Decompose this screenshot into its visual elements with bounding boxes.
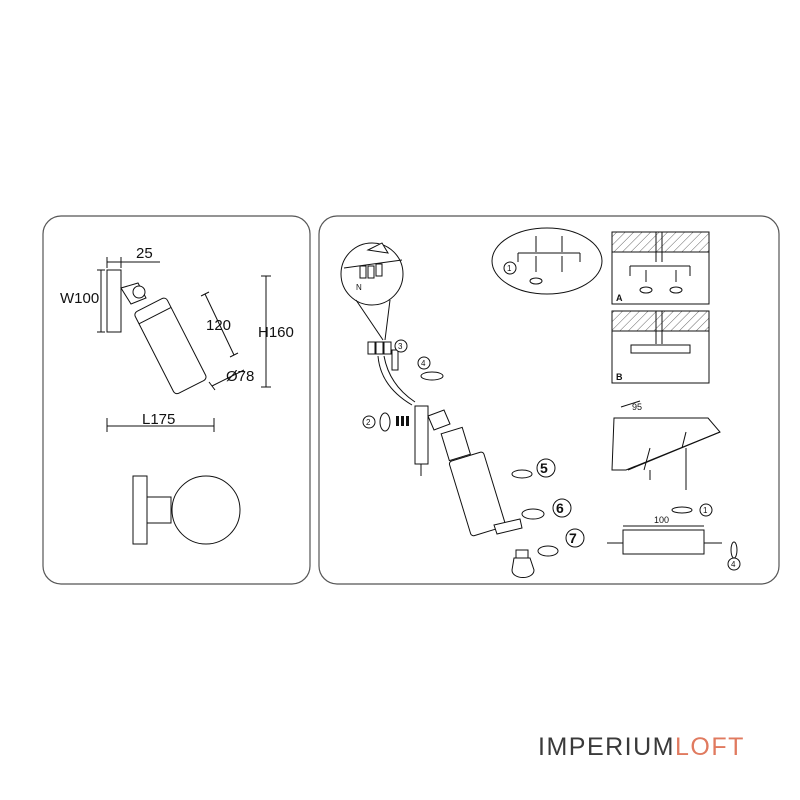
length-label: L175 bbox=[142, 411, 175, 428]
svg-text:6: 6 bbox=[556, 500, 564, 516]
depth-label: 25 bbox=[136, 245, 153, 262]
bubble-step-1-label: 1 bbox=[507, 264, 512, 273]
step-3-marker: 3 bbox=[394, 339, 408, 353]
mounting-plate bbox=[607, 525, 741, 571]
step-6-marker: 6 bbox=[493, 498, 572, 535]
installation-panel bbox=[318, 215, 780, 585]
bar-spacing-label: 95 bbox=[632, 402, 642, 412]
step-7-label: 7 bbox=[569, 530, 577, 546]
step-1-label: 1 bbox=[703, 506, 708, 515]
plate-width-label: 100 bbox=[654, 515, 669, 525]
brand-part-1: IMPERIUM bbox=[538, 733, 675, 761]
step-1-bubble bbox=[491, 227, 603, 295]
mounting-bar bbox=[611, 400, 721, 517]
step-5-marker: 5 bbox=[511, 458, 556, 479]
option-b-label: B bbox=[616, 372, 623, 382]
svg-text:2: 2 bbox=[366, 418, 371, 427]
step-4-marker: 4 bbox=[417, 356, 444, 381]
option-a-box bbox=[611, 231, 710, 305]
brand-logo: IMPERIUMLOFT bbox=[538, 733, 745, 762]
brand-part-2: LOFT bbox=[675, 733, 745, 761]
diameter-label: Ø78 bbox=[226, 368, 254, 385]
bulb-step-7 bbox=[511, 528, 585, 578]
svg-text:3: 3 bbox=[398, 342, 403, 351]
width-label: W100 bbox=[60, 290, 99, 307]
shade-length-label: 120 bbox=[206, 317, 231, 334]
option-a-label: A bbox=[616, 293, 623, 303]
side-view-drawing bbox=[132, 475, 241, 545]
svg-text:5: 5 bbox=[540, 460, 548, 476]
detail-n-label: N bbox=[356, 283, 362, 292]
dimensions-panel bbox=[42, 215, 311, 585]
option-b-box bbox=[611, 310, 710, 384]
svg-text:4: 4 bbox=[421, 359, 426, 368]
terminal-block bbox=[367, 341, 416, 406]
connector-detail-circle bbox=[340, 242, 404, 341]
fixture-exploded bbox=[414, 405, 506, 537]
step-4-label: 4 bbox=[731, 560, 736, 569]
step-2-marker: 2 bbox=[362, 412, 409, 432]
dimension-drawing bbox=[97, 257, 271, 432]
height-label: H160 bbox=[258, 324, 294, 341]
